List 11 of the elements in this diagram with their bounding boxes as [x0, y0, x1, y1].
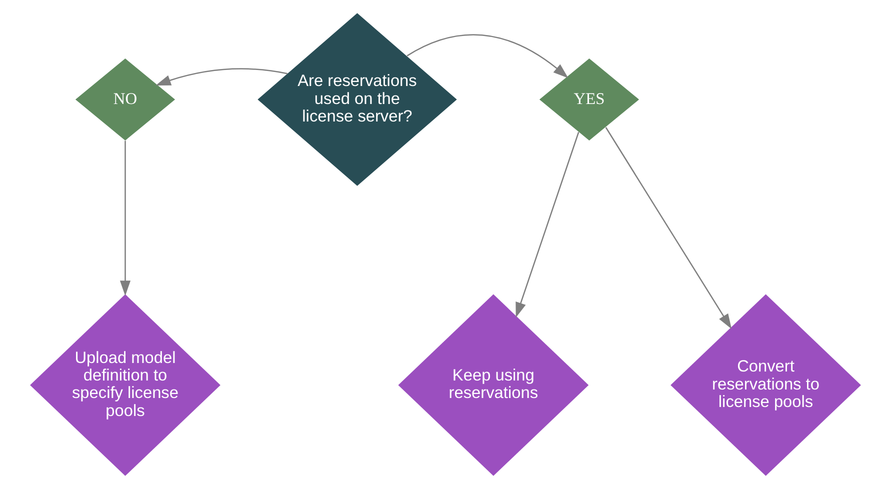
- node-diamond: YES: [538, 58, 639, 140]
- arrow: [604, 127, 732, 330]
- arrow: [119, 140, 130, 296]
- arrow: [406, 34, 568, 78]
- node-diamond: Upload model definition to specify license pools: [30, 294, 220, 476]
- arrow: [515, 132, 579, 318]
- node-diamond: Keep using reservations: [398, 294, 588, 476]
- node-diamond: Convert reservations to license pools: [670, 294, 860, 476]
- arrow: [155, 68, 287, 86]
- node-diamond: Are reservations used on the license server?: [257, 13, 456, 186]
- node-diamond: NO: [74, 58, 175, 140]
